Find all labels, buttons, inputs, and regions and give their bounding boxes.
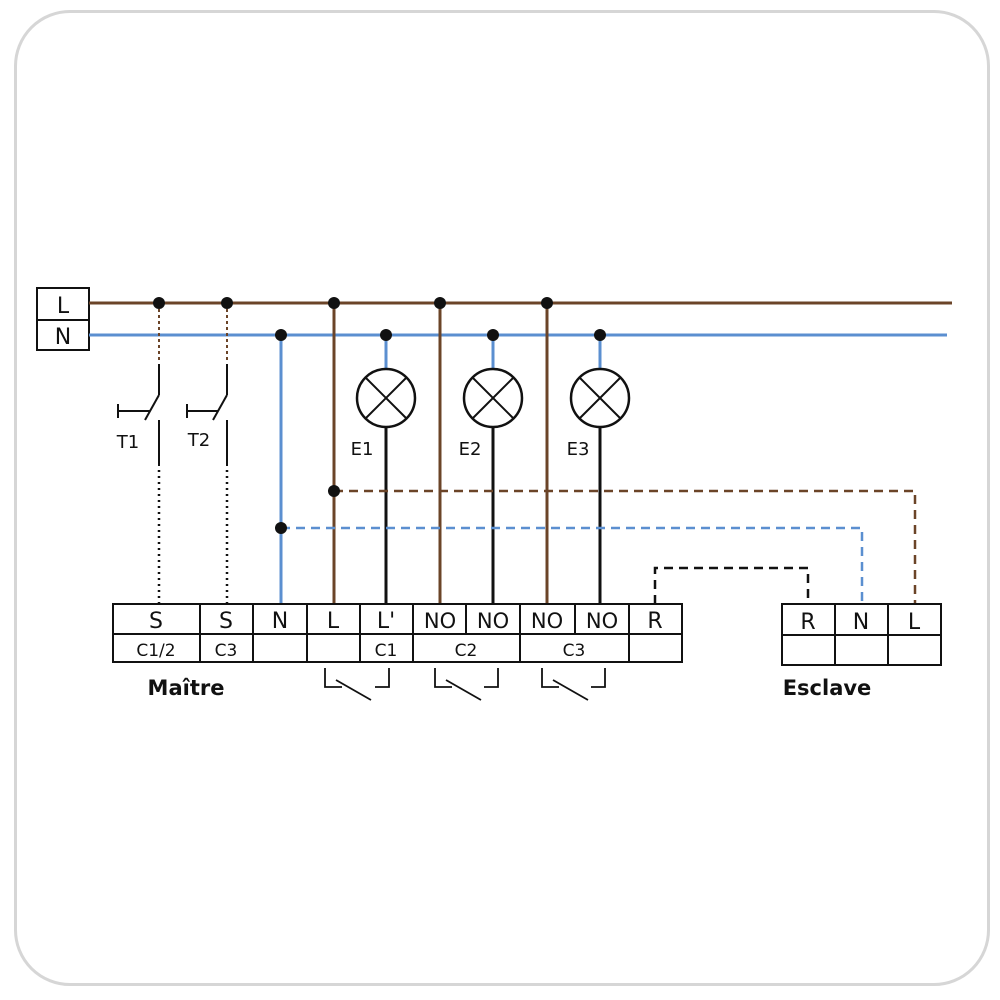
slave-terminal-l: L	[908, 610, 921, 635]
junction-dots	[153, 297, 606, 534]
master-terminal-block: S S N L L' NO NO NO NO R C1/2 C3 C1 C2 C…	[112, 603, 683, 663]
diagram-frame	[14, 10, 990, 986]
supply-terminals: L N	[36, 287, 90, 351]
pushbutton-t1: T1	[116, 303, 161, 604]
switch-t2-label: T2	[187, 430, 210, 451]
switch-t1-label: T1	[116, 432, 139, 453]
relay-contact-c1	[324, 668, 390, 701]
master-title: Maître	[148, 676, 225, 700]
master-terminal-no1: NO	[424, 609, 456, 633]
supply-n-label: N	[55, 325, 71, 350]
lamp-e1-label: E1	[351, 439, 374, 460]
slave-terminal-r: R	[800, 610, 815, 635]
slave-terminal-block: R N L	[781, 603, 942, 666]
slave-l-link	[334, 489, 917, 604]
lamp-e2: E2	[459, 335, 524, 604]
lamp-e3-label: E3	[567, 439, 590, 460]
pushbutton-t2: T2	[186, 303, 229, 604]
master-terminal-s2: S	[219, 609, 233, 634]
master-group-c3b: C3	[563, 641, 586, 661]
lamp-e3: E3	[567, 335, 631, 604]
lamp-e1: E1	[351, 335, 417, 604]
master-group-c1: C1	[375, 641, 398, 661]
master-terminal-n: N	[272, 609, 288, 634]
lamp-e2-label: E2	[459, 439, 482, 460]
master-group-c3a: C3	[215, 641, 238, 661]
master-terminal-no4: NO	[586, 609, 618, 633]
master-terminal-l: L	[327, 609, 340, 634]
master-terminal-no3: NO	[531, 609, 563, 633]
slave-terminal-n: N	[853, 610, 869, 635]
slave-n-link	[281, 526, 864, 604]
relay-contact-c3	[541, 668, 606, 701]
relay-contact-c2	[434, 668, 499, 701]
master-terminal-no2: NO	[477, 609, 509, 633]
master-terminal-s1: S	[149, 609, 163, 634]
master-terminal-r: R	[647, 609, 662, 634]
supply-l-label: L	[57, 294, 70, 319]
master-group-c2: C2	[455, 641, 478, 661]
slave-r-link	[653, 566, 810, 604]
master-group-c12: C1/2	[136, 641, 175, 661]
slave-title: Esclave	[783, 676, 872, 700]
master-terminal-lprime: L'	[377, 609, 395, 634]
